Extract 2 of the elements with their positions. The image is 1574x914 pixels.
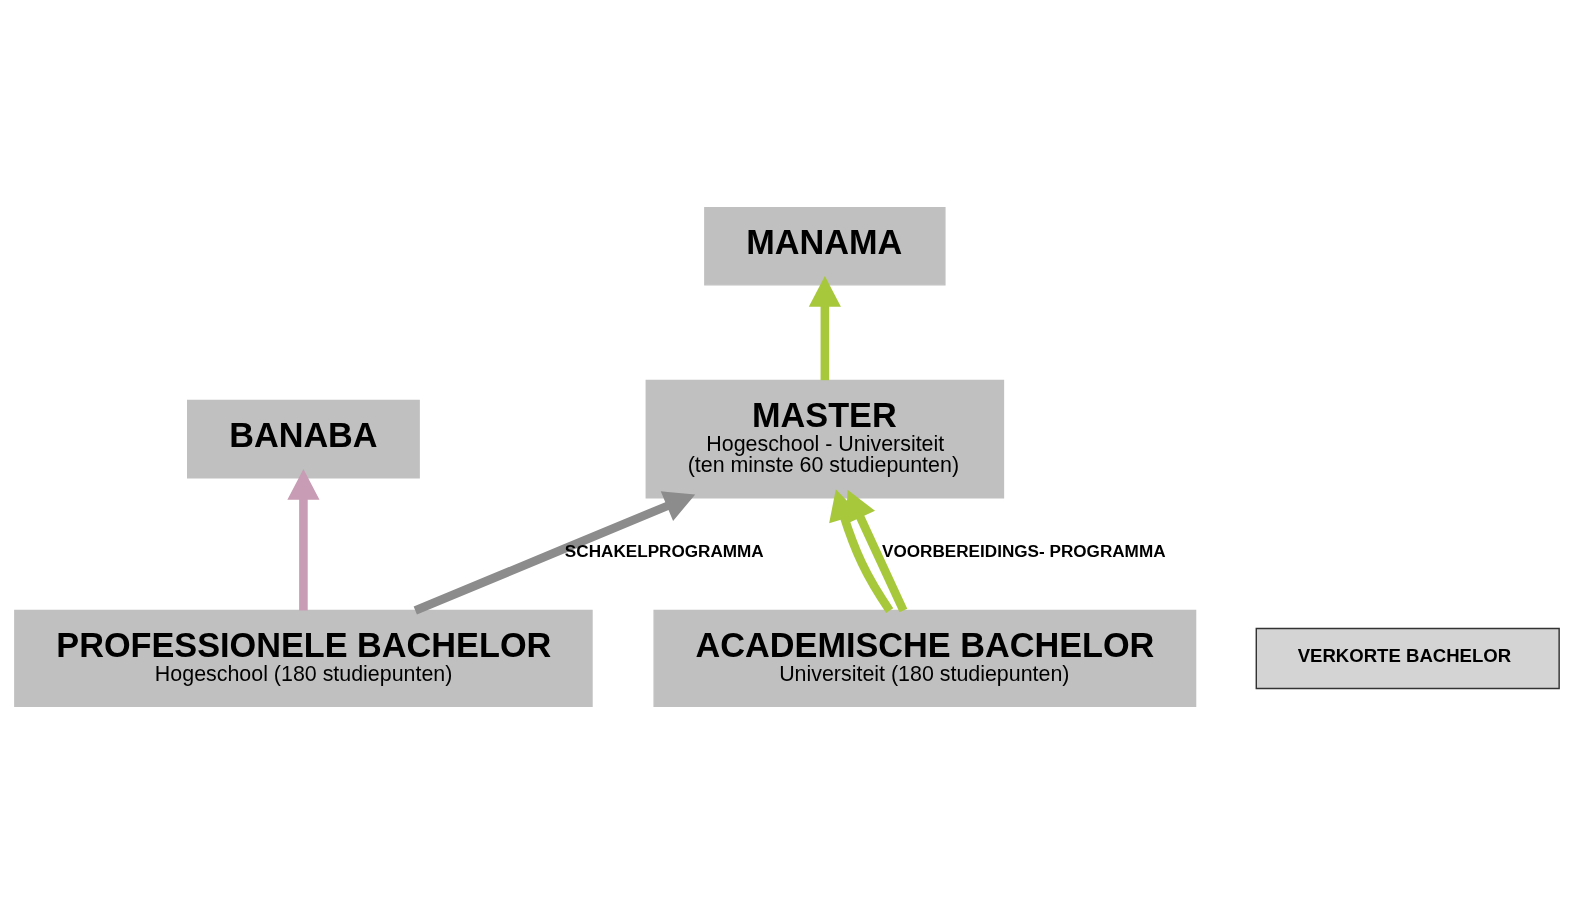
edge-label: VOORBEREIDINGS- PROGRAMMA xyxy=(882,541,1166,562)
edge-label: SCHAKELPROGRAMMA xyxy=(564,541,764,562)
